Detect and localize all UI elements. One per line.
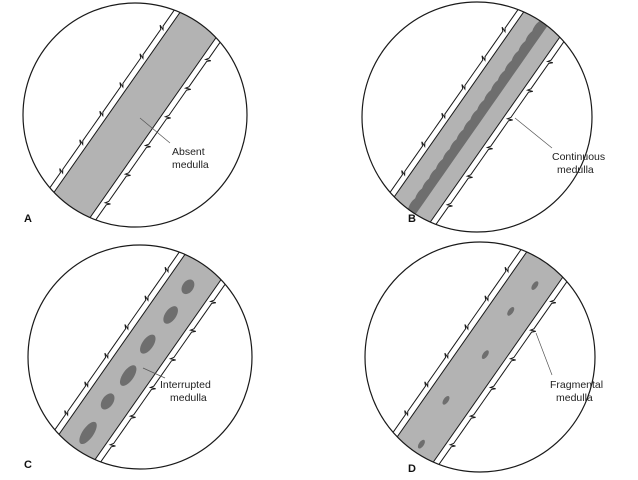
cuticle-edge-top [373, 2, 555, 216]
field-of-view-circle [361, 1, 593, 233]
medulla-continuous [387, 2, 568, 232]
leader-line-c [142, 367, 166, 379]
hair-shaft [29, 245, 252, 469]
field-of-view-circle [364, 241, 596, 473]
field-of-view-circle [22, 2, 248, 228]
leader-line-a [139, 117, 171, 144]
cuticle-edge-top [376, 242, 558, 456]
medulla-segment [59, 449, 76, 469]
panel-d [364, 241, 596, 473]
medulla-fragment [507, 307, 515, 316]
medulla-segment [181, 279, 195, 295]
medulla-segment [100, 393, 115, 410]
label-interrupted: Interrupted [160, 379, 211, 391]
medulla-fragment [417, 439, 425, 449]
cuticle-edge-top [31, 3, 213, 214]
cortex [35, 245, 245, 469]
hair-shaft [369, 242, 595, 472]
field-of-view-circle [27, 244, 253, 470]
panel-a [22, 2, 248, 228]
medulla-fragment [481, 350, 489, 359]
hair-clip [366, 2, 592, 232]
leader-line-b [514, 117, 553, 149]
label-absent: Absent [172, 146, 205, 158]
cortex [375, 242, 585, 472]
hair-shaft [366, 2, 592, 232]
label-continuous: Continuous [552, 151, 605, 163]
panel-letter-d: D [408, 463, 416, 475]
label-fragmental-medulla: medulla [556, 392, 593, 404]
label-interrupted-medulla: medulla [170, 392, 207, 404]
medulla-fragment [442, 395, 450, 405]
medulla-segment [119, 365, 137, 386]
label-continuous-medulla: medulla [557, 164, 594, 176]
hair-clip [369, 242, 595, 472]
hair-shaft [24, 3, 247, 227]
leader-line-d [535, 332, 553, 376]
panel-letter-a: A [24, 213, 32, 225]
hair-clip [29, 245, 252, 469]
medulla-fragment [531, 281, 539, 290]
cuticle-edge-top [36, 245, 218, 456]
panel-letter-b: B [408, 213, 416, 225]
label-fragmental: Fragmental [550, 379, 603, 391]
panel-letter-c: C [24, 459, 32, 471]
panel-c [27, 244, 253, 470]
medulla-segment [140, 334, 156, 354]
label-absent-medulla: medulla [172, 159, 209, 171]
hair-clip [24, 3, 247, 227]
cortex [30, 3, 240, 227]
panel-b [361, 1, 593, 233]
medulla-segment [163, 306, 178, 324]
medulla-segment [79, 421, 97, 445]
